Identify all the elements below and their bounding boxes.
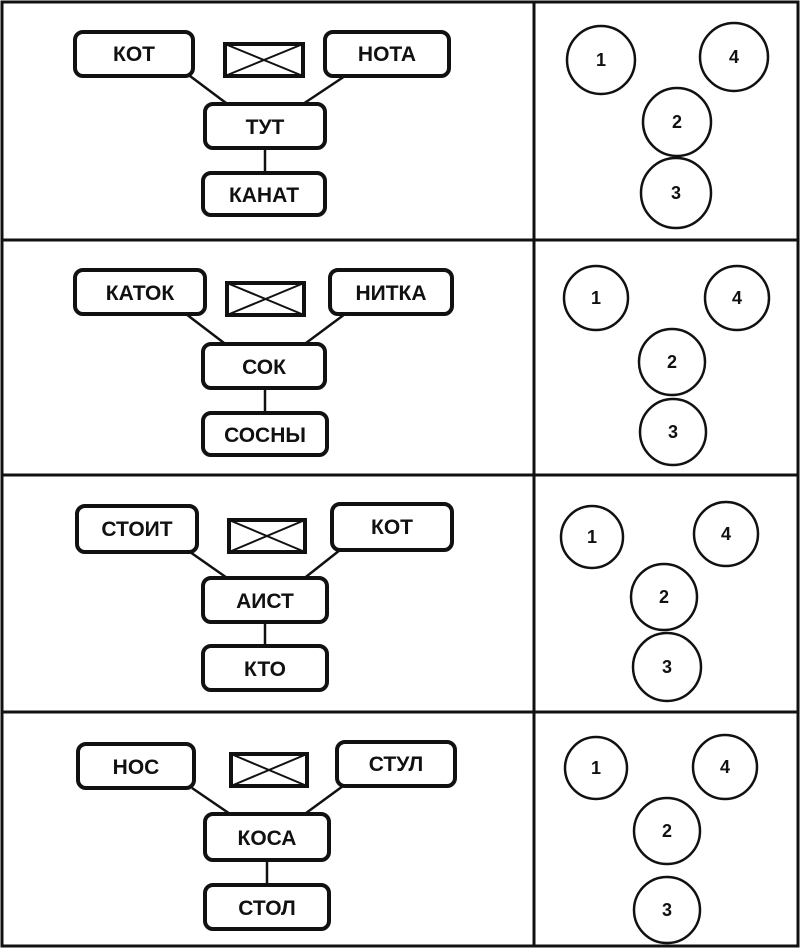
word-box (73, 30, 195, 78)
word-box (330, 502, 454, 552)
circle-number: 1 (596, 50, 606, 70)
word-label: КОТ (371, 516, 413, 539)
number-circle (691, 733, 759, 801)
word-label: СТОИТ (101, 518, 172, 541)
number-circle (629, 562, 699, 632)
circle-number: 3 (671, 183, 681, 203)
circle-number: 3 (668, 422, 678, 442)
number-circle (632, 875, 702, 945)
word-box (203, 102, 327, 150)
number-circle (559, 504, 625, 570)
word-label: НОТА (358, 43, 416, 66)
crossed-box-icon (227, 518, 307, 554)
word-box (201, 576, 329, 624)
word-label: СОСНЫ (224, 424, 306, 447)
connector-line (299, 74, 346, 108)
number-circle (563, 735, 629, 801)
circle-number: 1 (591, 758, 601, 778)
connector-line (189, 75, 231, 107)
circle-number: 3 (662, 657, 672, 677)
puzzle-row-3: СТОИТ КОТ АИСТ КТО 1 2 3 4 (75, 500, 760, 703)
word-box (335, 740, 457, 788)
circle-number: 1 (591, 288, 601, 308)
word-box (201, 171, 327, 217)
number-circle (638, 397, 708, 467)
circle-number: 2 (672, 112, 682, 132)
number-circle (562, 264, 630, 332)
number-circle (703, 264, 771, 332)
word-label: СТОЛ (238, 897, 296, 920)
circle-number: 1 (587, 527, 597, 547)
word-box (201, 411, 329, 457)
circle-number: 4 (729, 47, 739, 67)
crossed-box-icon (223, 42, 305, 78)
connector-line (189, 550, 231, 582)
word-label: НИТКА (355, 282, 426, 305)
connector-line (185, 313, 229, 347)
circle-number: 4 (720, 757, 730, 777)
word-label: АИСТ (236, 590, 294, 613)
word-box (203, 883, 331, 931)
word-box (76, 742, 196, 790)
word-box (323, 30, 451, 78)
number-circle (565, 24, 637, 96)
word-label: СТУЛ (369, 753, 423, 776)
circle-number: 3 (662, 900, 672, 920)
number-circle (639, 156, 713, 230)
number-circle (631, 631, 703, 703)
word-label: КТО (244, 658, 286, 681)
circle-number: 4 (732, 288, 742, 308)
word-box (73, 268, 207, 316)
number-circle (698, 21, 770, 93)
connector-line (301, 549, 341, 581)
puzzle-row-1: КОТ НОТА ТУТ КАНАТ 1 2 3 4 (73, 21, 770, 230)
puzzle-row-4: НОС СТУЛ КОСА СТОЛ 1 2 3 4 (76, 733, 759, 945)
word-label: СОК (242, 356, 286, 379)
word-label: НОС (113, 756, 160, 779)
word-box (201, 644, 329, 692)
circle-number: 4 (721, 524, 731, 544)
connector-line (301, 312, 346, 348)
word-label: КОТ (113, 43, 155, 66)
word-box (328, 268, 454, 316)
number-circle (632, 796, 702, 866)
word-box (203, 812, 331, 862)
word-label: ТУТ (246, 116, 285, 139)
circle-number: 2 (667, 352, 677, 372)
connector-line (191, 786, 234, 818)
word-label: КАТОК (106, 282, 175, 305)
crossed-box-icon (225, 281, 306, 317)
number-circle (641, 86, 713, 158)
word-box (75, 504, 199, 554)
number-circle (692, 500, 760, 568)
word-box (201, 342, 327, 390)
crossed-box-icon (229, 752, 309, 788)
number-circle (637, 327, 707, 397)
circle-number: 2 (659, 587, 669, 607)
word-label: КОСА (238, 827, 297, 850)
circle-number: 2 (662, 821, 672, 841)
puzzle-row-2: КАТОК НИТКА СОК СОСНЫ 1 2 3 4 (73, 264, 771, 467)
word-label: КАНАТ (229, 184, 299, 207)
connector-line (301, 784, 344, 818)
